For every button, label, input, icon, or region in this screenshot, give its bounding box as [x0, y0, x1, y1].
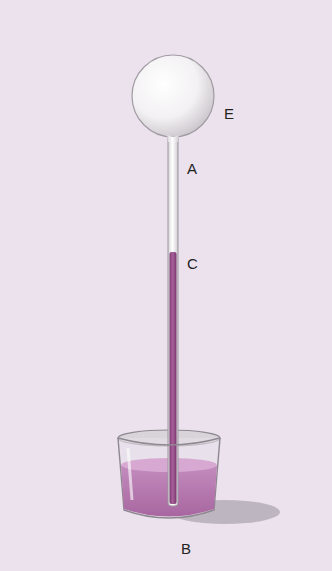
glass-bulb	[132, 55, 214, 137]
beaker-front-rim	[118, 438, 220, 445]
bulb-neck	[167, 134, 179, 142]
liquid-column	[170, 252, 177, 504]
glass-tube	[168, 128, 178, 506]
part-label: E	[224, 106, 234, 121]
glass-highlight	[128, 448, 132, 500]
part-label: C	[187, 256, 198, 271]
part-label: A	[187, 161, 197, 176]
part-label: B	[181, 541, 191, 556]
